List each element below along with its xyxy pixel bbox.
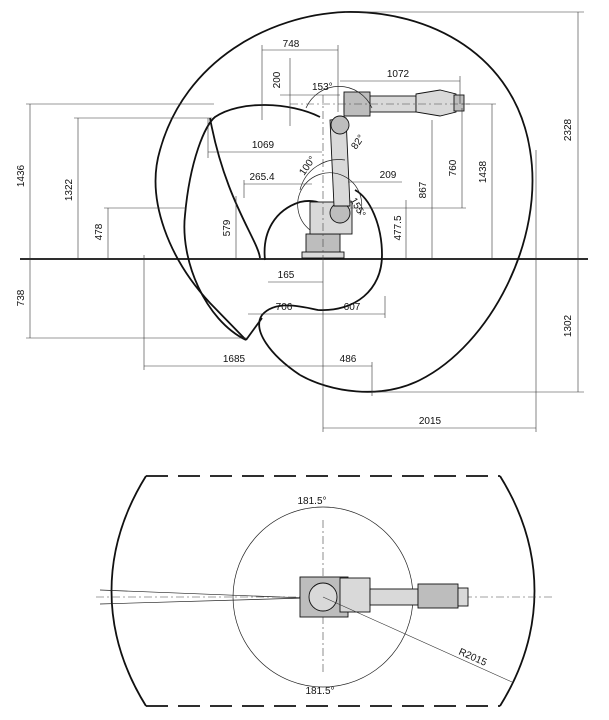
robot-top-profile (299, 576, 469, 618)
angle-153-label: 153° (312, 82, 333, 93)
dim-1072-label: 1072 (387, 69, 410, 80)
top-view-right-arc (499, 475, 536, 707)
robot-top-arm (369, 588, 419, 606)
dim-486-label: 486 (340, 354, 357, 365)
robot-wrist (453, 94, 465, 112)
dim-200-label: 200 (272, 71, 283, 88)
dim-1322-label: 1322 (64, 178, 75, 201)
robot-top-wrist (457, 587, 469, 607)
dim-1685-label: 1685 (223, 354, 246, 365)
robot-top-forearm (417, 583, 459, 609)
cable-line-1 (99, 589, 306, 599)
angle-bottom-label: 181.5° (305, 686, 334, 697)
angle-82-label: 82° (349, 133, 367, 152)
dim-1069-label: 1069 (252, 140, 275, 151)
dim-4775-label: 477.5 (393, 215, 404, 240)
dim-209-label: 209 (380, 170, 397, 181)
radius-label: R2015 (457, 647, 489, 669)
dim-867-label: 867 (418, 181, 429, 198)
dim-738-label: 738 (16, 289, 27, 306)
swing-arc-wrist (297, 172, 363, 231)
cable-line-2 (99, 597, 306, 605)
dim-760-label: 760 (448, 159, 459, 176)
robot-side-profile (290, 86, 470, 262)
swing-arc-upper (305, 86, 373, 109)
inner-envelope-curve (258, 189, 383, 376)
radius-line (322, 596, 513, 683)
angle-100-label: 100° (297, 154, 318, 177)
dim-1302-label: 1302 (563, 314, 574, 337)
dim-265-label: 265.4 (249, 172, 274, 183)
side-view: 748 1072 200 153° 82° 100° 155° 1069 265… (16, 11, 588, 432)
dim-2328-label: 2328 (563, 118, 574, 141)
dim-748-label: 748 (283, 39, 300, 50)
dim-607-label: 607 (344, 302, 361, 313)
dim-579-label: 579 (222, 219, 233, 236)
robot-forearm (415, 89, 457, 117)
robot-top-shoulder (339, 577, 371, 613)
top-view: R2015 181.5° 181.5° (96, 475, 552, 707)
dim-1438-label: 1438 (478, 160, 489, 183)
lower-left-curve (245, 317, 263, 341)
outer-envelope-curve (154, 11, 534, 393)
robot-elbow-joint (330, 115, 350, 135)
dim-165-label: 165 (278, 270, 295, 281)
dim-706-label: 706 (276, 302, 293, 313)
top-view-left-arc (110, 475, 147, 707)
dim-478-label: 478 (94, 223, 105, 240)
dim-2015-label: 2015 (419, 416, 442, 427)
dim-1436-label: 1436 (16, 164, 27, 187)
angle-top-label: 181.5° (297, 496, 326, 507)
